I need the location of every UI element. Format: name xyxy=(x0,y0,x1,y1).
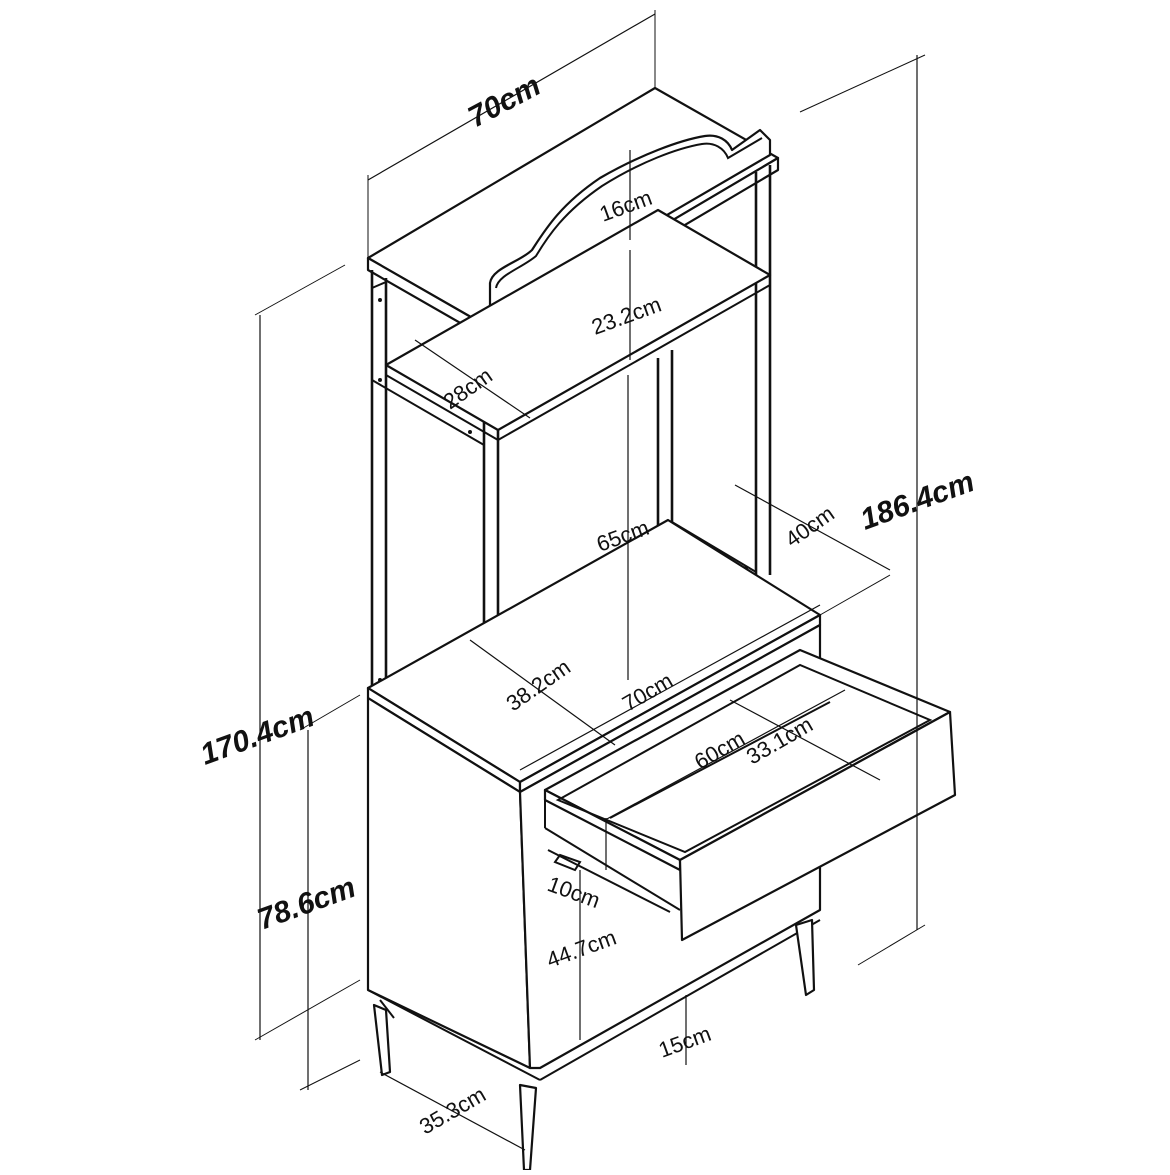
label-top-width: 70cm xyxy=(463,69,546,134)
label-leg-height: 15cm xyxy=(655,1021,714,1063)
cabinet-legs xyxy=(372,918,816,1172)
label-frame-depth: 40cm xyxy=(781,501,839,552)
label-cabinet-height: 78.6cm xyxy=(253,871,360,937)
label-frame-height: 170.4cm xyxy=(196,700,319,772)
open-drawer xyxy=(543,648,957,942)
label-cabinet-depth: 35.3cm xyxy=(415,1082,490,1140)
dimension-lines xyxy=(254,10,926,1151)
